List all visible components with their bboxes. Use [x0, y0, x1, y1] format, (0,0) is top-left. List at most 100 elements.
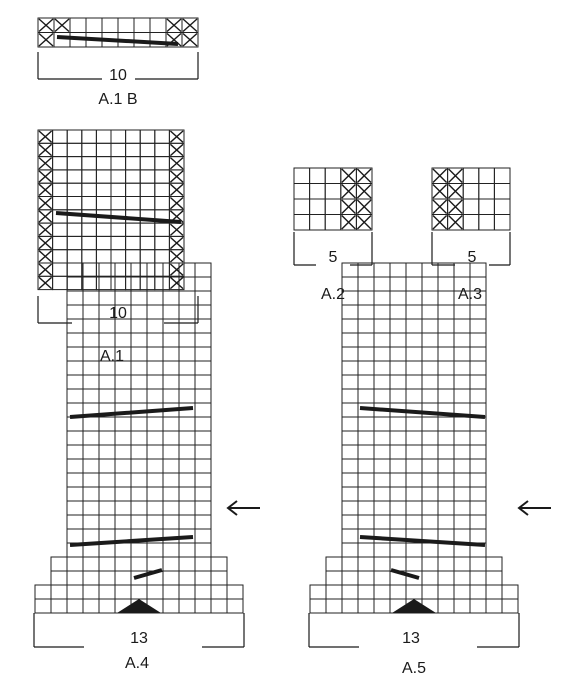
chart-a5-cell [405, 262, 423, 278]
chart-a5-cell [405, 276, 423, 292]
chart-a4-cell [130, 444, 148, 460]
chart-a4-cell [34, 584, 52, 600]
chart-a4-cell [226, 598, 244, 614]
chart-a5-cell [421, 388, 439, 404]
chart-a4-cell [130, 458, 148, 474]
a1-grid-cell [95, 156, 112, 171]
a1-grid-cell [66, 169, 83, 184]
chart-a4-cell [114, 486, 132, 502]
cross-stitch-symbol [38, 130, 53, 143]
cross-stitch-symbol [432, 168, 448, 183]
a1-grid-cell [95, 182, 112, 197]
chart-a5-cell [421, 332, 439, 348]
chart-a5-cell [405, 318, 423, 334]
chart-a5-cell [405, 346, 423, 362]
chart-a4-cell [146, 472, 164, 488]
chart-a5-cell [453, 332, 471, 348]
chart-a5-cell [405, 500, 423, 516]
chart-a4-cell [178, 598, 196, 614]
chart-a5-cell [437, 388, 455, 404]
chart-a4-cell [162, 290, 180, 306]
chart-a5-cell [405, 584, 423, 600]
a1-grid-cell [52, 182, 68, 197]
chart-a5-cell [437, 332, 455, 348]
chart-a5-cell [373, 472, 391, 488]
chart-a4-cell [130, 514, 148, 530]
a1-grid-cell [95, 249, 112, 264]
chart-a4-cell [82, 430, 100, 446]
chart-a5-cell [437, 514, 455, 530]
chart-a4-cell [130, 416, 148, 432]
a3-grid-cell [478, 198, 495, 215]
a1-grid-cell [125, 182, 141, 197]
chart-a4-cell [194, 598, 212, 614]
cross-stitch-symbol [182, 18, 198, 33]
a2-grid-cell [309, 183, 326, 200]
chart-a5-cell [453, 374, 471, 390]
chart-a4-cell [130, 346, 148, 362]
chart-a5-cell [389, 388, 407, 404]
chart-a4-cell [178, 318, 196, 334]
chart-a5-cell [341, 472, 359, 488]
a1-grid-cell [95, 235, 112, 251]
chart-a5-cell [469, 388, 487, 404]
a1-grid-cell [154, 182, 170, 197]
chart-a5-cell [437, 318, 455, 334]
a1-grid-cell [52, 169, 68, 184]
grids-layer [33, 17, 551, 648]
a1-grid-cell [81, 222, 97, 237]
chart-a5-cell [373, 304, 391, 320]
chart-a5-cell [469, 458, 487, 474]
chart-a4-cell [178, 584, 196, 600]
chart-a5-cell [421, 290, 439, 306]
a1-grid-cell [154, 249, 170, 264]
chart-a5-cell [421, 458, 439, 474]
chart-a4-cell [194, 332, 212, 348]
chart-a4-cell [82, 472, 100, 488]
chart-a5-cell [437, 500, 455, 516]
chart-a5-cell [437, 276, 455, 292]
chart-a5-cell [453, 444, 471, 460]
chart-a5-cell [437, 458, 455, 474]
chart-a2 [293, 167, 373, 266]
a1-grid-cell [95, 222, 112, 237]
chart-a5-cell [405, 556, 423, 572]
chart-a4-cell [98, 290, 116, 306]
a1-grid-cell [125, 249, 141, 264]
a3-grid-cell [462, 183, 480, 200]
chart-a4-cell [162, 374, 180, 390]
chart-a5-cell [357, 318, 375, 334]
chart-a4-cell [130, 472, 148, 488]
chart-a5-cell [341, 570, 359, 586]
chart-a5-cell [437, 304, 455, 320]
chart-a5-cell [389, 318, 407, 334]
chart-a4-cell [82, 290, 100, 306]
chart-a4-cell [114, 262, 132, 278]
cross-stitch-symbol [38, 250, 53, 263]
chart-a4-cell [98, 556, 116, 572]
chart-a4-cell [98, 542, 116, 558]
chart-a4-cable-line-middle [69, 535, 194, 547]
chart-a5-cell [469, 262, 487, 278]
cross-stitch-symbol [38, 263, 53, 276]
chart-a5-cell [469, 514, 487, 530]
chart-a5-cell [405, 444, 423, 460]
chart-a5-cell [373, 556, 391, 572]
chart-a5-cell [357, 388, 375, 404]
chart-a4-cell [66, 514, 84, 530]
a1-grid-cell [81, 169, 97, 184]
chart-a4-cell [66, 304, 84, 320]
a3-grid-cell [462, 167, 480, 184]
chart-a4-cell [162, 584, 180, 600]
chart-a1b [37, 17, 199, 80]
chart-a5-cell [341, 528, 359, 544]
chart-a5-cell [357, 346, 375, 362]
chart-a5-cell [437, 598, 455, 614]
chart-a5-cable-line-middle [359, 535, 486, 547]
a1-grid-cell [66, 182, 83, 197]
chart-a4-cell [98, 514, 116, 530]
cross-stitch-symbol [169, 143, 184, 157]
a1-grid-cell [110, 249, 127, 264]
chart-a4-cell [82, 416, 100, 432]
chart-a5-cell [421, 486, 439, 502]
